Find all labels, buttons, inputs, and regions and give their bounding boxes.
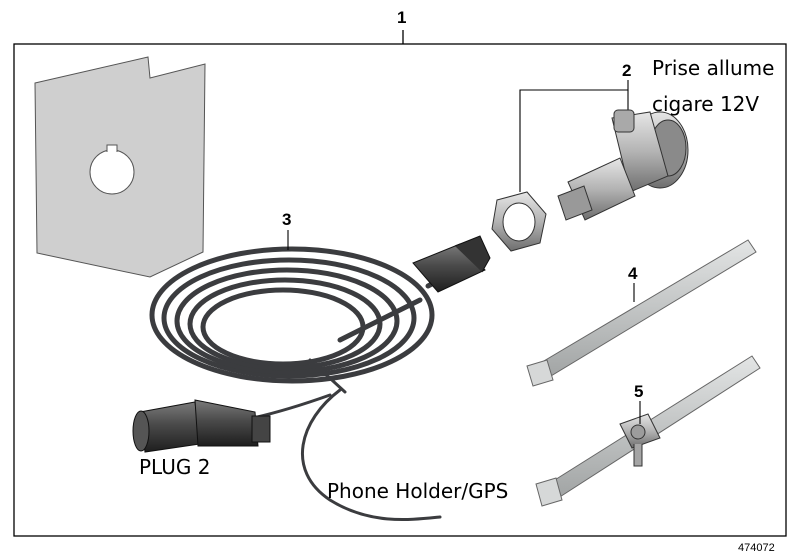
plug-2-connector bbox=[132, 399, 271, 453]
coiled-cable bbox=[149, 246, 458, 522]
cable-connector bbox=[412, 235, 491, 293]
cable-tie-5 bbox=[535, 355, 761, 507]
12v-socket bbox=[557, 109, 689, 221]
callout-3: 3 bbox=[282, 210, 292, 229]
callout-2: 2 bbox=[622, 61, 632, 80]
mounting-panel bbox=[34, 56, 206, 278]
callout-1: 1 bbox=[397, 8, 407, 27]
plug-label: PLUG 2 bbox=[139, 455, 211, 479]
socket-label-line-1: Prise allume bbox=[652, 56, 775, 80]
assembly-frame bbox=[13, 30, 787, 537]
reference-number: 474072 bbox=[738, 542, 775, 554]
callout-4: 4 bbox=[628, 264, 638, 283]
socket-leader-line bbox=[519, 80, 629, 192]
phone-holder-label: Phone Holder/GPS bbox=[327, 479, 509, 503]
callout-5: 5 bbox=[634, 382, 644, 401]
cable-tie-4 bbox=[526, 239, 757, 387]
socket-label-line-2: cigare 12V bbox=[652, 92, 760, 116]
hex-nut bbox=[491, 191, 547, 252]
